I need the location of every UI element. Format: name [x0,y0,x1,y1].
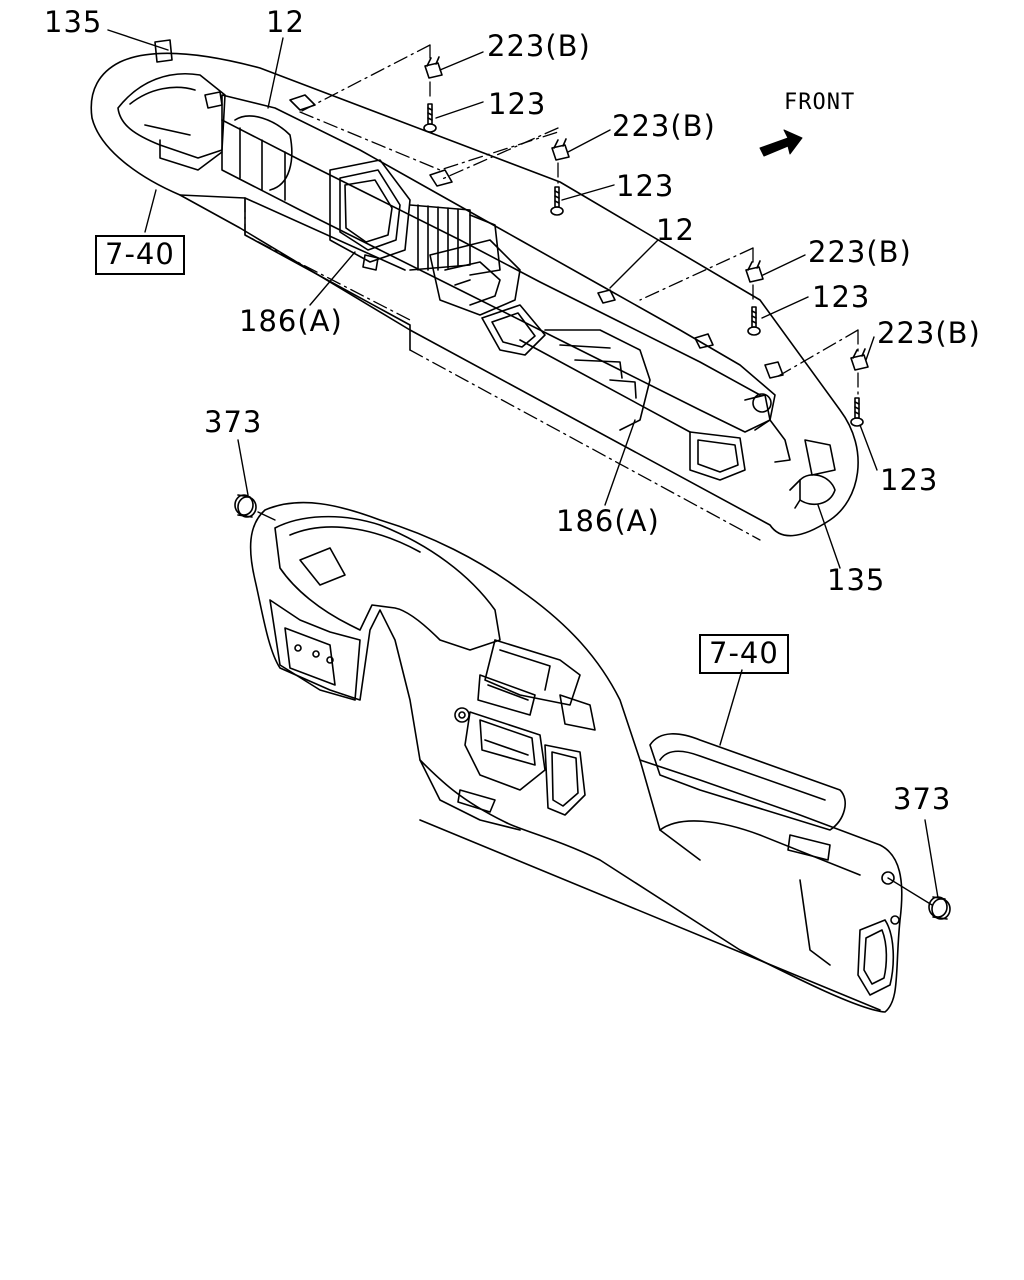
callout-12-top: 12 [266,5,305,39]
leader-lines [108,30,938,905]
callout-186a-right: 186(A) [556,504,660,538]
screw-123-2 [551,187,563,215]
instrument-panel [251,503,902,1012]
callout-12-mid: 12 [656,213,695,247]
grommet-373-right [929,897,950,919]
reference-box-top: 7-40 [95,235,185,275]
screw-123-1 [424,104,436,132]
screw-123-4 [851,398,863,426]
callout-186a-left: 186(A) [239,304,343,338]
upper-dashboard-silhouette [91,53,858,535]
heater-duct-186a [118,40,835,508]
callout-135-right: 135 [827,563,886,597]
alignment-lines [245,45,858,540]
callout-373-left: 373 [204,405,263,439]
front-direction-label: FRONT [784,90,856,115]
screw-123-3 [748,307,760,335]
callout-223b-3: 223(B) [808,235,912,269]
callout-123-1: 123 [488,87,547,121]
front-direction-arrow-icon [760,130,802,156]
callout-123-4: 123 [880,463,939,497]
reference-box-bottom: 7-40 [699,634,789,674]
callout-373-right: 373 [893,782,952,816]
clip-223b-1 [425,57,442,78]
callout-223b-1: 223(B) [487,29,591,63]
callout-123-3: 123 [812,280,871,314]
callout-223b-2: 223(B) [612,109,716,143]
callout-135-top: 135 [44,5,103,39]
callout-123-2: 123 [616,169,675,203]
callout-223b-4: 223(B) [877,316,981,350]
clip-223b-4 [851,349,868,370]
clip-223b-2 [552,139,569,160]
grommet-373-left [235,495,256,517]
clip-223b-3 [746,261,763,282]
